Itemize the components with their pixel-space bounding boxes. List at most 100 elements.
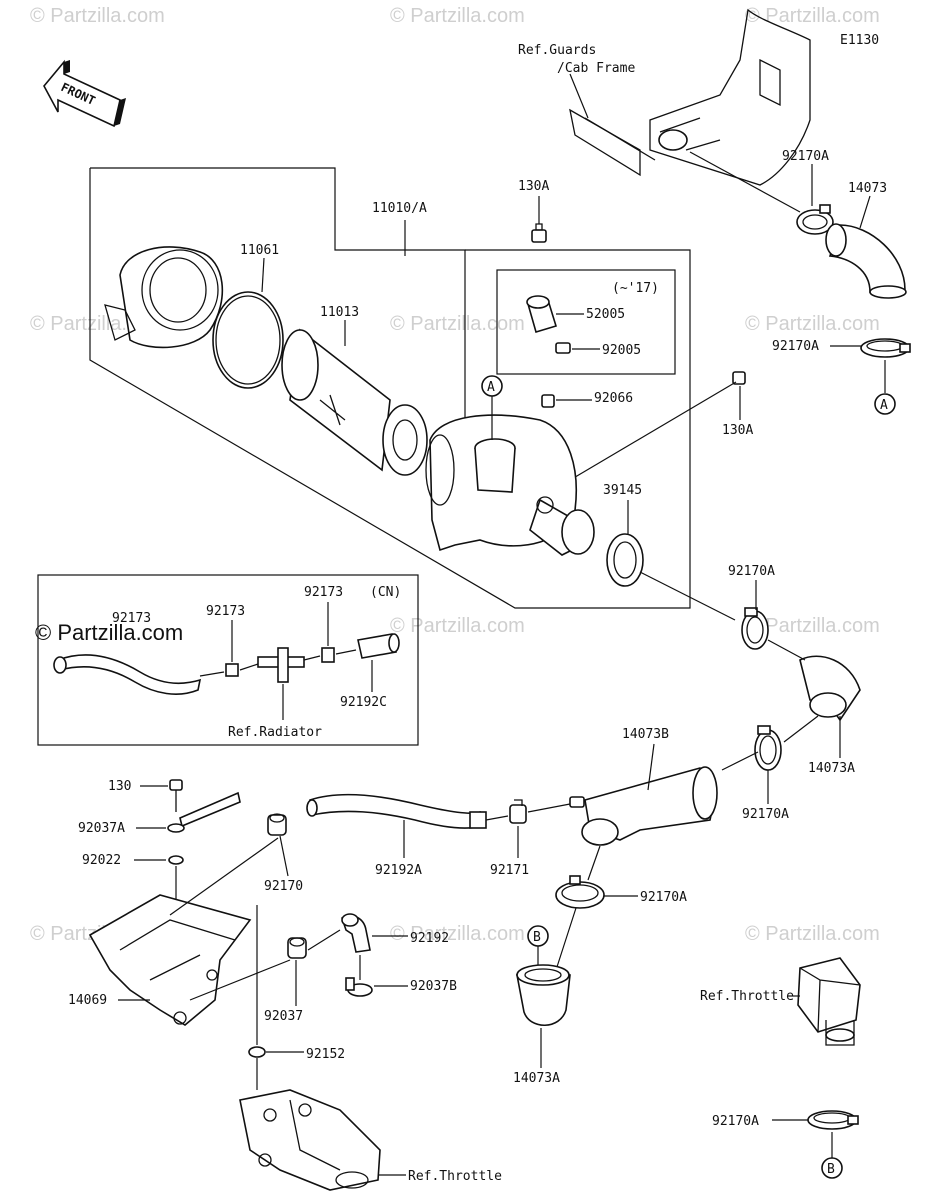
duct-14073 bbox=[825, 223, 907, 299]
marker-b bbox=[821, 1157, 843, 1179]
clamp-92170a-top bbox=[796, 204, 834, 235]
callout-92170a: 92170A bbox=[640, 890, 687, 905]
callout-92173: 92173 bbox=[206, 604, 245, 619]
callout-14073: 14073 bbox=[848, 181, 887, 196]
marker-a bbox=[874, 393, 896, 415]
marker-a-label: A bbox=[880, 398, 888, 413]
o-ring-11061 bbox=[212, 291, 284, 389]
callout-92192a: 92192A bbox=[375, 863, 422, 878]
callout-92170a: 92170A bbox=[772, 339, 819, 354]
clip-92173 bbox=[225, 663, 239, 677]
part-92005 bbox=[555, 342, 571, 354]
marker-b-label: B bbox=[533, 930, 541, 945]
callout-39145: 39145 bbox=[603, 483, 642, 498]
watermark: © Partzilla.com bbox=[390, 313, 525, 335]
callout-130: 130 bbox=[108, 779, 131, 794]
callout-92066: 92066 bbox=[594, 391, 633, 406]
ref-cab-frame-label: /Cab Frame bbox=[557, 61, 635, 76]
throttle-body-bottom bbox=[239, 1089, 381, 1191]
callout-130a: 130A bbox=[518, 179, 549, 194]
ref-throttle-right: Ref.Throttle bbox=[700, 989, 794, 1004]
washer-92037a bbox=[167, 823, 185, 833]
callout-92170a: 92170A bbox=[782, 149, 829, 164]
variant-box bbox=[496, 269, 676, 375]
callout-92170a: 92170A bbox=[728, 564, 775, 579]
callout-92170a: 92170A bbox=[712, 1114, 759, 1129]
callout-11061: 11061 bbox=[240, 243, 279, 258]
filter-element-11013 bbox=[281, 328, 428, 476]
clamp-92170a-bottom bbox=[807, 1110, 859, 1130]
clamp-92170a-under-y bbox=[555, 875, 605, 909]
callout-11013: 11013 bbox=[320, 305, 359, 320]
variant-note: (~'17) bbox=[612, 281, 659, 296]
air-cleaner-cover bbox=[104, 246, 224, 349]
callout-92170a: 92170A bbox=[742, 807, 789, 822]
washer-92152 bbox=[248, 1046, 266, 1058]
callout-92170: 92170 bbox=[264, 879, 303, 894]
callout-92192c: 92192C bbox=[340, 695, 387, 710]
callout-14073a: 14073A bbox=[513, 1071, 560, 1086]
watermark: © Partzilla.com bbox=[745, 615, 880, 637]
callout-92171: 92171 bbox=[490, 863, 529, 878]
part-52005 bbox=[526, 295, 558, 333]
throttle-body-right bbox=[797, 957, 861, 1046]
partzilla-logo-text: © Partzilla.com bbox=[35, 620, 183, 645]
assembly-bracket-lower bbox=[89, 168, 691, 609]
bolt-130a-right bbox=[732, 371, 746, 385]
clip-92171 bbox=[509, 799, 527, 824]
front-arrow-icon: FRONT bbox=[43, 59, 126, 128]
diagram-code: E1130 bbox=[840, 33, 879, 48]
y-tube-14073b bbox=[569, 766, 718, 846]
cab-frame-drawing bbox=[569, 8, 811, 186]
watermark: © Partzilla.com bbox=[745, 923, 880, 945]
t-fitting bbox=[257, 647, 305, 683]
callout-92005: 92005 bbox=[602, 343, 641, 358]
cn-hose bbox=[53, 654, 202, 695]
cn-inset-box bbox=[37, 574, 419, 746]
watermark: © Partzilla.com bbox=[390, 615, 525, 637]
air-cleaner-housing bbox=[425, 414, 595, 556]
clamp-92037b bbox=[345, 977, 373, 997]
callout-14073a: 14073A bbox=[808, 761, 855, 776]
hose-92192c bbox=[357, 633, 400, 659]
bolt-130 bbox=[169, 779, 183, 812]
clip-92037 bbox=[287, 937, 307, 959]
callout-92037a: 92037A bbox=[78, 821, 125, 836]
callout-92037: 92037 bbox=[264, 1009, 303, 1024]
marker-b-label: B bbox=[827, 1162, 835, 1177]
part-92066 bbox=[541, 394, 555, 408]
callout-92192: 92192 bbox=[410, 931, 449, 946]
assembly-bracket bbox=[90, 167, 466, 255]
callout-92037b: 92037B bbox=[410, 979, 457, 994]
callout-14073b: 14073B bbox=[622, 727, 669, 742]
ref-throttle-bottom: Ref.Throttle bbox=[408, 1169, 502, 1184]
elbow-92192 bbox=[341, 913, 371, 953]
clip-92170 bbox=[267, 813, 287, 836]
boot-14073a-bottom bbox=[516, 964, 571, 1026]
callout-92173: 92173 bbox=[304, 585, 343, 600]
callout-92152: 92152 bbox=[306, 1047, 345, 1062]
callout-11010a: 11010/A bbox=[372, 201, 427, 216]
clamp-92170a-lower bbox=[754, 725, 782, 771]
clamp-92170a-mid bbox=[741, 607, 769, 650]
assembly-bracket-right bbox=[465, 249, 691, 420]
variant-note-cn: (CN) bbox=[370, 585, 401, 600]
watermark: © Partzilla.com bbox=[745, 313, 880, 335]
seal-39145 bbox=[606, 533, 644, 587]
watermark: © Partzilla.com bbox=[390, 5, 525, 27]
watermark: © Partzilla.com bbox=[30, 5, 165, 27]
strap bbox=[179, 791, 241, 828]
callout-130a: 130A bbox=[722, 423, 753, 438]
callout-14069: 14069 bbox=[68, 993, 107, 1008]
ref-radiator-label: Ref.Radiator bbox=[228, 725, 322, 740]
marker-a-label: A bbox=[487, 380, 495, 395]
watermark: © Partzilla.com bbox=[390, 923, 525, 945]
clamp-92170a-right bbox=[860, 338, 911, 358]
elbow-14073a-right bbox=[799, 655, 861, 722]
callout-92022: 92022 bbox=[82, 853, 121, 868]
washer-92022 bbox=[168, 855, 184, 865]
watermark: © Partzilla.com bbox=[745, 5, 880, 27]
hose-92192a bbox=[306, 793, 487, 829]
clip-92173 bbox=[321, 647, 335, 663]
